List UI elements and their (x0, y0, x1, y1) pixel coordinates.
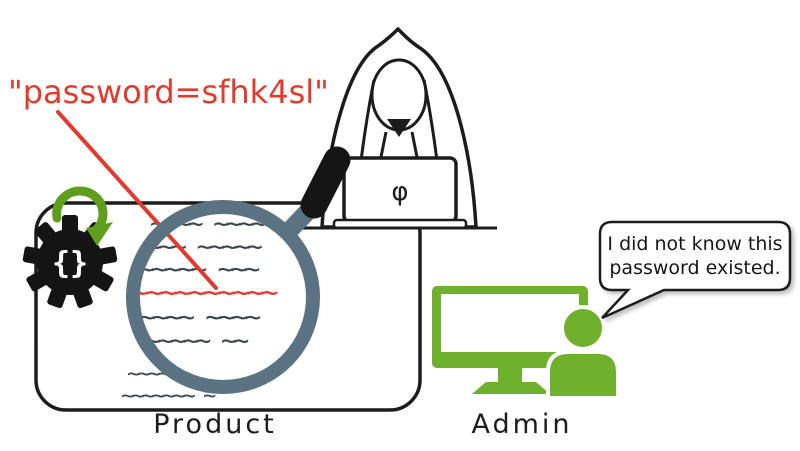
product-label: Product (153, 409, 277, 440)
speech-bubble: I did not know this password existed. (598, 220, 792, 320)
pointer-line (56, 110, 218, 290)
admin-person-icon (546, 305, 620, 400)
monitor-icon (432, 286, 588, 394)
magnifier-handle (300, 146, 351, 219)
admin-label: Admin (471, 409, 572, 440)
speech-line-1: I did not know this (607, 233, 782, 255)
code-line: ~~~~ ~~~~ (139, 302, 261, 333)
speech-line-2: password existed. (609, 257, 780, 279)
sync-arrow-icon (52, 186, 113, 246)
password-annotation: "password=sfhk4sl" (8, 73, 329, 111)
magnifier-icon (126, 146, 351, 394)
gear-icon: {} (22, 215, 118, 309)
chin-shadow (387, 119, 411, 137)
magnifier-lens (126, 200, 320, 394)
code-line-password: ~~~~~~~~~~ (131, 275, 278, 309)
code-line: ~~~ ~~~~~ (146, 232, 262, 262)
laptop-logo: φ (391, 177, 408, 207)
code-line: ~~~~~ ~~ (145, 326, 249, 356)
gear-braces-label: {} (52, 246, 88, 281)
hooded-hacker-icon: φ (303, 27, 497, 230)
